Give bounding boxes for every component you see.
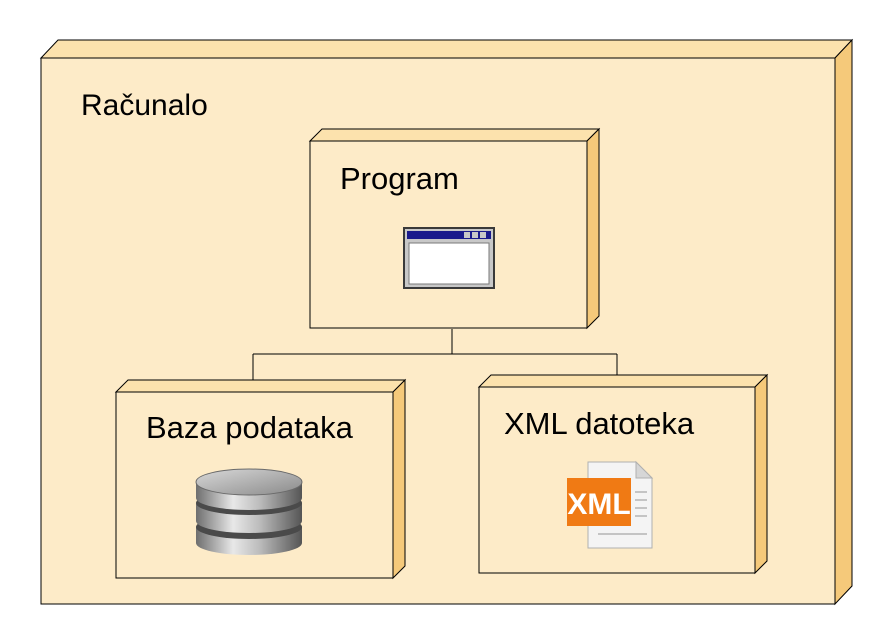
node-program: Program <box>308 127 601 330</box>
node-xml-datoteka: XML datoteka XML <box>477 373 769 575</box>
node-baza-podataka: Baza podataka <box>114 378 407 580</box>
program-window-icon <box>403 227 495 289</box>
node-baza-podataka-side <box>392 378 406 580</box>
xml-badge-text: XML <box>567 488 630 521</box>
node-program-side <box>586 127 600 330</box>
node-baza-podataka-label: Baza podataka <box>146 410 354 445</box>
connectors <box>252 329 618 380</box>
node-racunalo-top <box>39 39 854 59</box>
database-icon <box>195 468 303 555</box>
node-baza-podataka-top <box>114 379 407 393</box>
node-program-label: Program <box>340 161 459 196</box>
xml-badge <box>567 478 631 526</box>
node-xml-datoteka-label: XML datoteka <box>504 406 695 441</box>
xml-file-icon: XML <box>567 460 654 549</box>
node-xml-datoteka-top <box>477 374 769 388</box>
node-program-top <box>308 128 601 142</box>
node-racunalo-side <box>834 38 853 606</box>
node-racunalo-label: Računalo <box>81 89 208 122</box>
node-xml-datoteka-side <box>754 373 768 575</box>
